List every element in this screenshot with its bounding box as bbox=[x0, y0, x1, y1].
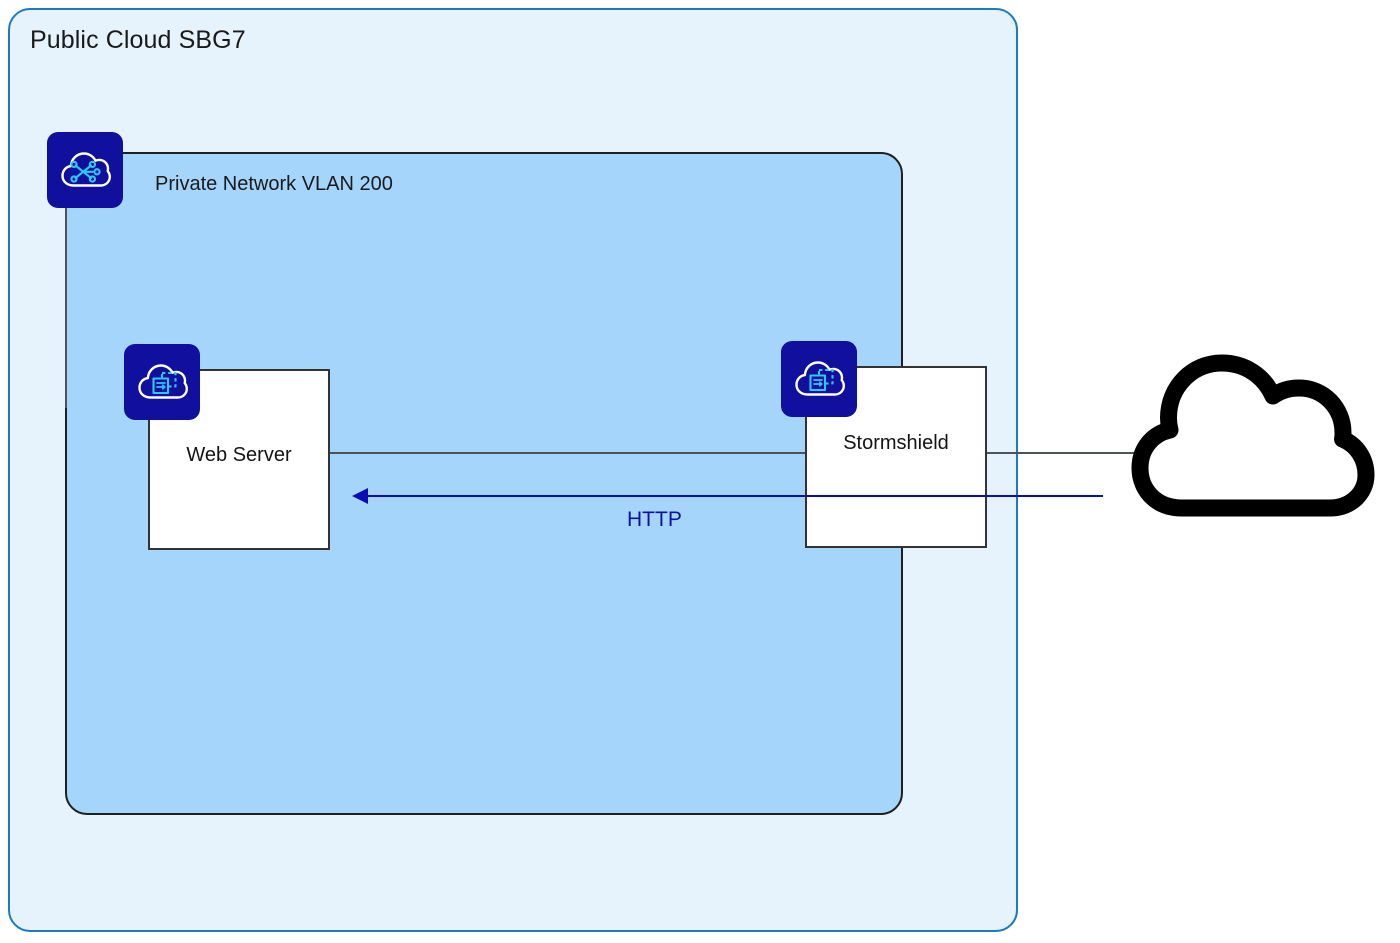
node-web-server-label: Web Server bbox=[186, 444, 292, 466]
http-flow-arrowhead-icon bbox=[352, 488, 368, 504]
connector-webserver-stormshield bbox=[330, 452, 806, 454]
private-network-title: Private Network VLAN 200 bbox=[155, 173, 393, 195]
connector-vlan-trunk bbox=[65, 208, 67, 408]
ovh-cloud-network-icon[interactable] bbox=[47, 132, 123, 208]
node-stormshield-label: Stormshield bbox=[843, 431, 949, 454]
ovh-cloud-instance-icon-stormshield[interactable] bbox=[781, 341, 857, 417]
http-flow-line bbox=[366, 495, 1103, 497]
public-cloud-title: Public Cloud SBG7 bbox=[30, 26, 246, 54]
http-flow-label: HTTP bbox=[627, 508, 682, 531]
internet-cloud-icon[interactable] bbox=[1130, 330, 1375, 520]
ovh-cloud-instance-icon-web-server[interactable] bbox=[124, 344, 200, 420]
connector-stormshield-internet bbox=[986, 452, 1141, 454]
